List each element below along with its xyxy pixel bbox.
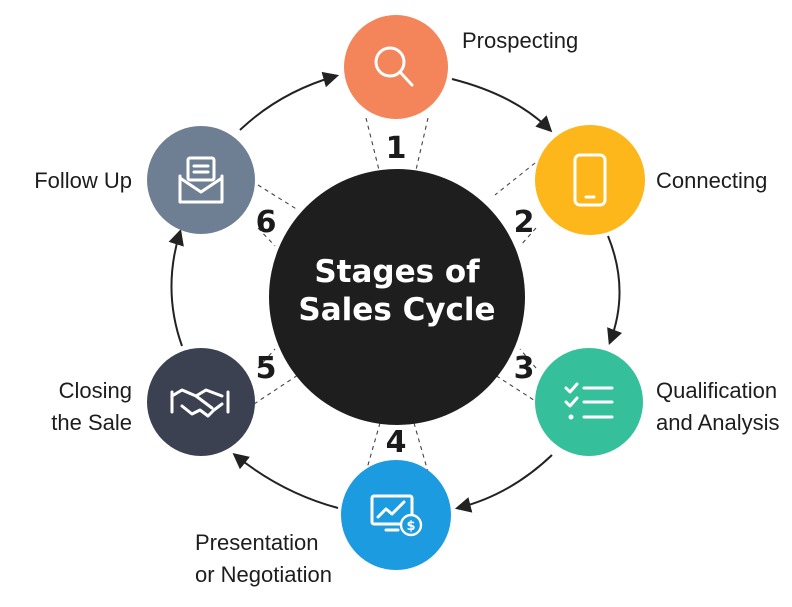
arrow-5-to-6 — [168, 228, 184, 347]
stage-1-label: Prospecting — [462, 28, 578, 53]
stage-2-number: 2 — [514, 205, 535, 240]
stage-3-label-line2: and Analysis — [656, 410, 780, 435]
arrow-2-to-3 — [607, 235, 623, 345]
stage-5-number: 5 — [256, 351, 277, 386]
stage-2-circle — [535, 125, 645, 235]
stage-6: 6 Follow Up — [34, 126, 276, 240]
center-hub: Stages of Sales Cycle — [269, 169, 525, 425]
center-title-line2: Sales Cycle — [298, 292, 495, 328]
svg-text:$: $ — [406, 519, 415, 534]
stage-5-label-line1: Closing — [59, 378, 132, 403]
envelope-document-icon — [178, 156, 224, 204]
stage-4: $ 4 Presentation or Negotiation — [195, 425, 451, 587]
stage-3-label-line1: Qualification — [656, 378, 777, 403]
stage-1: 1 Prospecting — [344, 15, 578, 166]
stage-5-label-line2: the Sale — [51, 410, 132, 435]
stage-6-number: 6 — [256, 205, 277, 240]
arrow-4-to-5 — [232, 452, 339, 509]
stage-1-circle — [344, 15, 448, 119]
stage-3-number: 3 — [514, 351, 535, 386]
stage-1-number: 1 — [386, 131, 407, 166]
handshake-icon — [170, 388, 230, 418]
stage-4-number: 4 — [386, 425, 407, 460]
stage-4-label-line2: or Negotiation — [195, 562, 332, 587]
magnifier-icon — [374, 46, 414, 87]
dashed-connectors — [253, 117, 541, 473]
stage-3: 3 Qualification and Analysis — [514, 348, 780, 456]
stage-5-circle — [147, 348, 255, 456]
stage-2: 2 Connecting — [514, 125, 767, 240]
arrow-6-to-1 — [239, 71, 340, 131]
smartphone-icon — [573, 153, 607, 207]
stage-4-circle — [341, 460, 451, 570]
center-title-line1: Stages of — [314, 254, 480, 290]
arrow-1-to-2 — [451, 78, 553, 133]
stage-2-label: Connecting — [656, 168, 767, 193]
stage-6-label: Follow Up — [34, 168, 132, 193]
checklist-icon — [564, 382, 614, 420]
stage-4-label-line1: Presentation — [195, 530, 319, 555]
center-circle — [269, 169, 525, 425]
cycle-arrows — [168, 71, 623, 513]
stage-5: 5 Closing the Sale — [51, 348, 276, 456]
arrow-3-to-4 — [454, 454, 553, 513]
monitor-chart-dollar-icon: $ — [370, 494, 423, 537]
